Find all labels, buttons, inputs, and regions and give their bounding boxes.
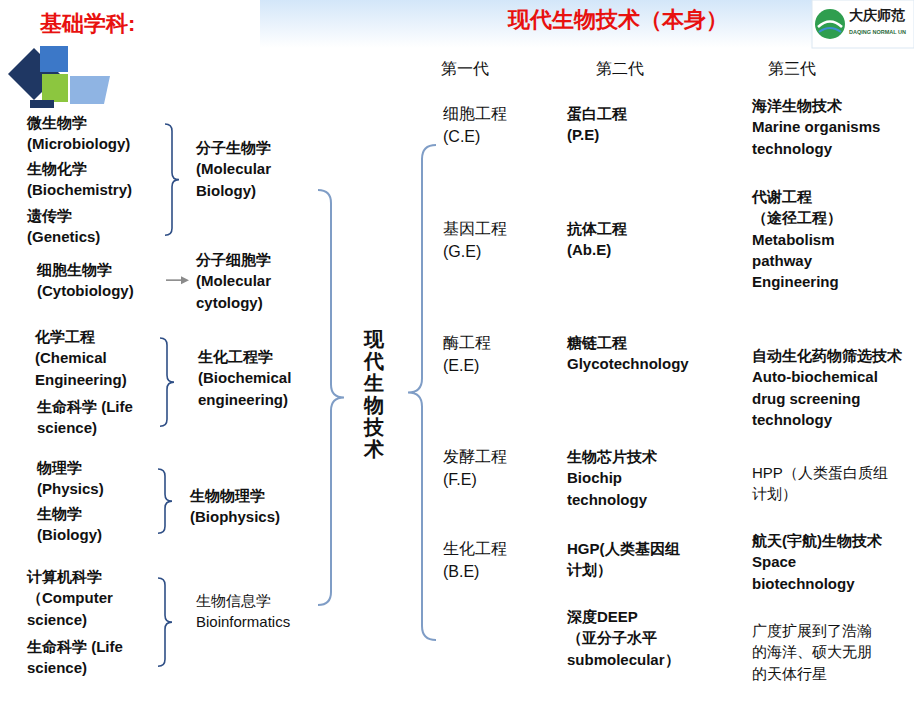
group-bracket	[158, 469, 172, 533]
tech-first-gen: 生化工程 (B.E)	[443, 538, 518, 583]
tech-second-gen: 生物芯片技术 Biochip technology	[567, 446, 667, 510]
tech-second-gen: 蛋白工程 (P.E)	[567, 103, 642, 146]
discipline-label: 物理学 (Physics)	[37, 457, 122, 500]
group-bracket	[158, 578, 172, 666]
discipline-label: 微生物学 (Microbiology)	[27, 112, 152, 155]
discipline-label: 遗传学 (Genetics)	[27, 205, 117, 248]
discipline-label: 生物学 (Biology)	[37, 503, 122, 546]
tech-third-gen: 航天(宇航)生物技术 Space biotechnology	[752, 530, 892, 594]
generation-header: 第三代	[768, 58, 816, 81]
discipline-label: 生物化学 (Biochemistry)	[27, 158, 152, 201]
tech-second-gen: HGP(人类基因组计划）	[567, 538, 689, 581]
generation-header: 第一代	[441, 58, 489, 81]
logo-text: 大庆师范	[849, 6, 905, 26]
tech-third-gen: 自动生化药物筛选技术 Auto-biochemical drug screeni…	[752, 345, 904, 430]
group-bracket	[165, 124, 179, 235]
tech-second-gen: 深度DEEP （亚分子水平 submolecular）	[567, 606, 687, 670]
tech-first-gen: 酶工程 (E.E)	[443, 332, 518, 377]
field-label: 分子细胞学 (Molecular cytology)	[196, 249, 306, 313]
discipline-label: 细胞生物学 (Cytobiology)	[37, 259, 147, 302]
tech-second-gen: 糖链工程 Glycotechnology	[567, 332, 697, 375]
tech-third-gen: 代谢工程 （途径工程） Metabolism pathway Engineeri…	[752, 186, 888, 292]
page-title: 现代生物技术（本身）	[508, 4, 728, 35]
discipline-label: 化学工程 (Chemical Engineering)	[35, 326, 145, 390]
merge-brace	[318, 190, 344, 605]
tech-third-gen: 广度扩展到了浩瀚的海洋、硕大无朋的天体行星	[752, 620, 876, 684]
field-label: 分子生物学 (Molecular Biology)	[196, 137, 306, 201]
school-logo	[812, 0, 914, 48]
field-label: 生物信息学 Bioinformatics	[196, 590, 316, 633]
logo-subtext: DAQING NORMAL UN	[849, 29, 906, 37]
vertical-heading: 现代生物技术	[364, 328, 384, 460]
discipline-label: 计算机科学 （Computer science)	[27, 566, 137, 630]
tech-first-gen: 发酵工程 (F.E)	[443, 446, 518, 491]
generation-header: 第二代	[596, 58, 644, 81]
arrow-head	[181, 276, 189, 284]
corner-logo	[8, 46, 110, 108]
discipline-label: 生命科学 (Life science)	[37, 396, 147, 439]
field-label: 生物物理学 (Biophysics)	[190, 485, 300, 528]
relation-arrow	[166, 276, 189, 284]
group-bracket	[160, 338, 174, 426]
discipline-label: 生命科学 (Life science)	[27, 636, 137, 679]
tech-third-gen: 海洋生物技术 Marine organisms technology	[752, 95, 888, 159]
tech-second-gen: 抗体工程 (Ab.E)	[567, 218, 642, 261]
arrow-shaft	[166, 279, 183, 281]
top-glow	[260, 0, 914, 48]
tech-third-gen: HPP（人类蛋白质组计划）	[752, 462, 892, 505]
section-heading: 基础学科:	[40, 8, 135, 39]
field-label: 生化工程学 (Biochemical engineering)	[198, 346, 318, 410]
tech-first-gen: 基因工程 (G.E)	[443, 218, 518, 263]
split-brace	[408, 145, 436, 640]
tech-first-gen: 细胞工程 (C.E)	[443, 103, 518, 148]
